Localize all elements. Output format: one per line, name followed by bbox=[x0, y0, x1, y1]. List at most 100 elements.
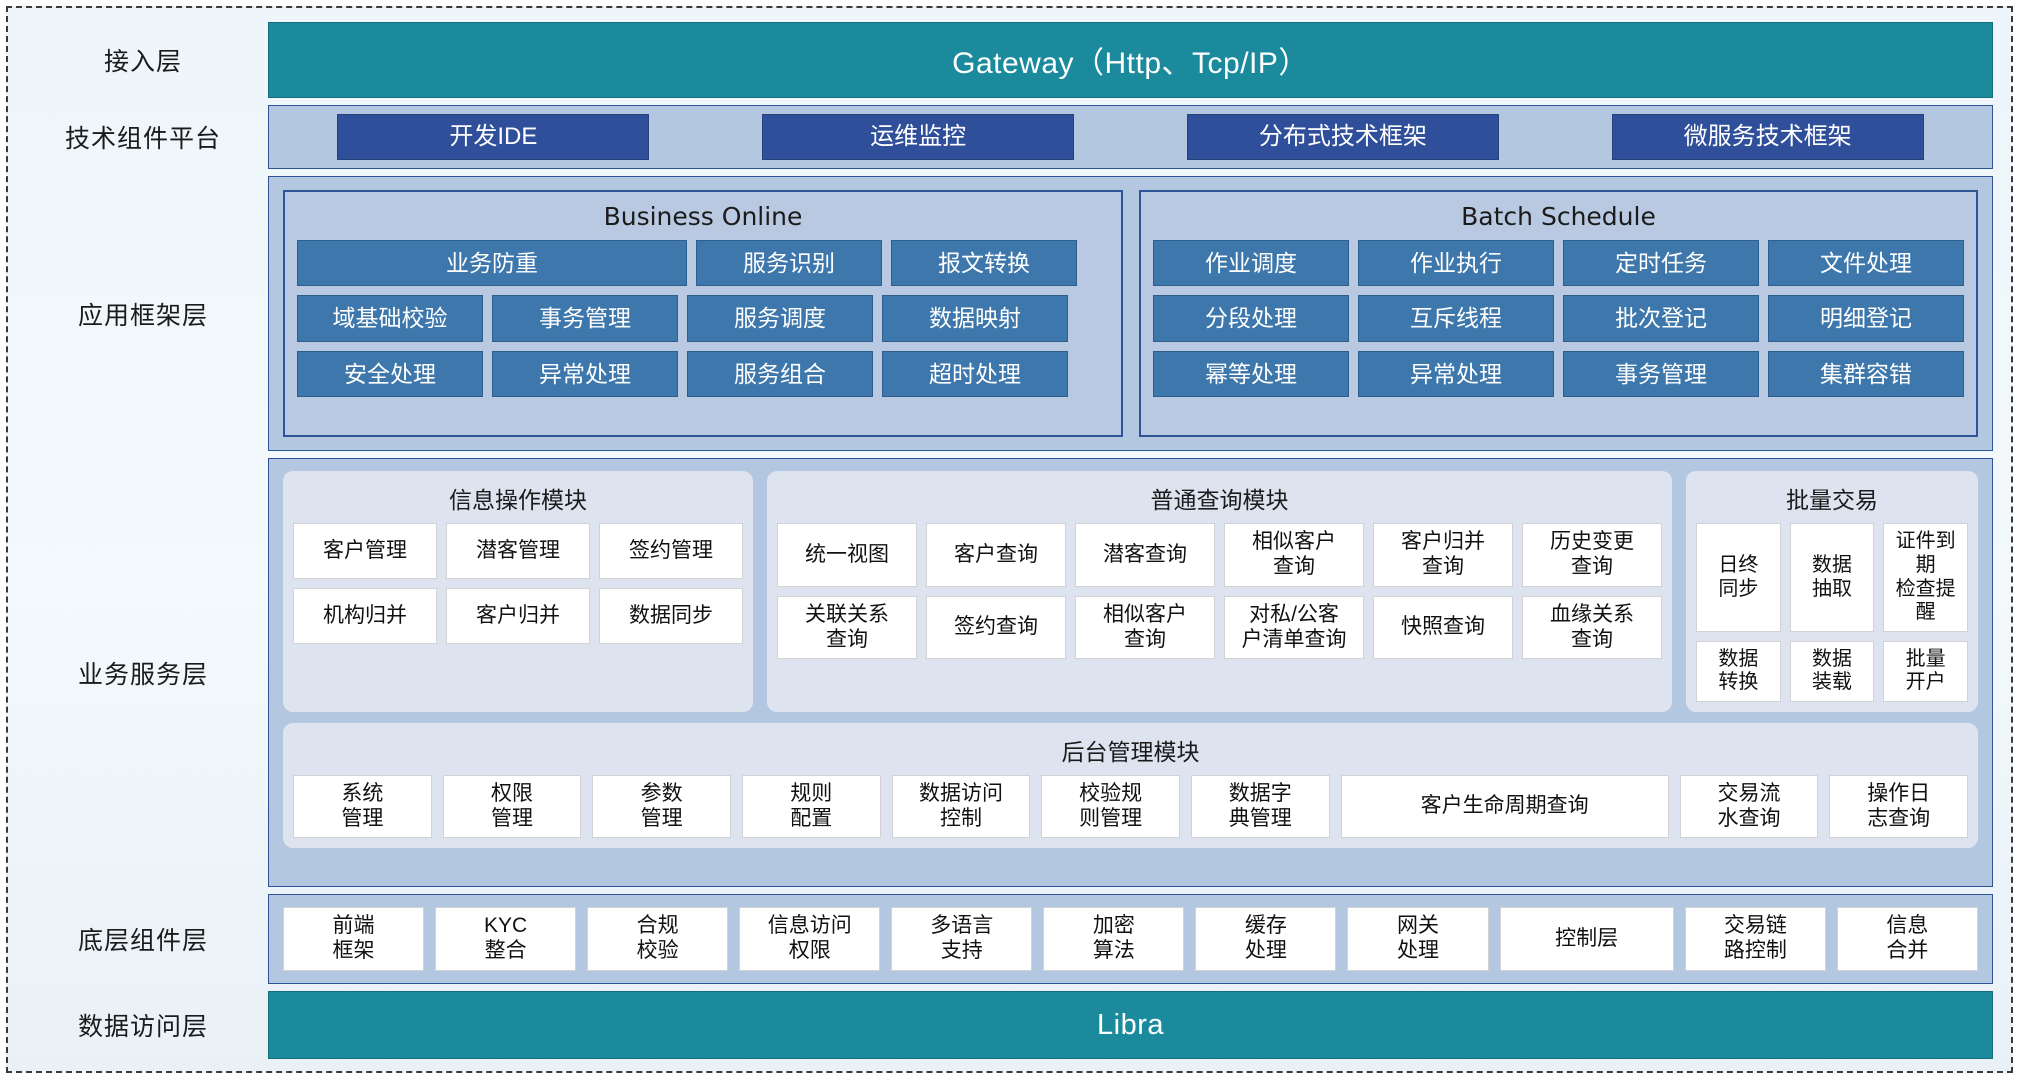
layer-label-tech-platform: 技术组件平台 bbox=[64, 124, 221, 153]
app-framework-panel: Business Online 业务防重 服务识别 报文转换 域基础校验 事务管… bbox=[268, 176, 1993, 452]
query-cell-personal-corporate-list-query[interactable]: 对私/公客户清单查询 bbox=[1224, 595, 1364, 660]
batch-row-2: 数据转换 数据装载 批量开户 bbox=[1696, 640, 1969, 702]
bs-cell-file-processing[interactable]: 文件处理 bbox=[1768, 240, 1964, 287]
admin-cell-data-access-control[interactable]: 数据访问控制 bbox=[891, 774, 1031, 839]
admin-cell-transaction-log-query[interactable]: 交易流水查询 bbox=[1679, 774, 1819, 839]
libra-band[interactable]: Libra bbox=[268, 991, 1993, 1059]
module-title-batch-transaction: 批量交易 bbox=[1786, 488, 1878, 515]
base-cell-frontend-framework[interactable]: 前端框架 bbox=[283, 907, 425, 971]
info-cell-data-sync[interactable]: 数据同步 bbox=[599, 588, 743, 645]
business-service-panel: 信息操作模块 客户管理 潜客管理 签约管理 机构归并 客户归并 bbox=[268, 458, 1993, 888]
module-title-info-operation: 信息操作模块 bbox=[449, 488, 587, 515]
info-cell-prospect-mgmt[interactable]: 潜客管理 bbox=[446, 523, 590, 580]
batch-cell-data-extract[interactable]: 数据抽取 bbox=[1789, 523, 1875, 632]
base-cell-gateway-processing[interactable]: 网关处理 bbox=[1347, 907, 1489, 971]
base-cell-multilanguage-support[interactable]: 多语言支持 bbox=[891, 907, 1033, 971]
bo-cell-exception-handling[interactable]: 异常处理 bbox=[492, 350, 678, 398]
bo-cell-domain-validation[interactable]: 域基础校验 bbox=[297, 295, 483, 342]
bo-cell-security-processing[interactable]: 安全处理 bbox=[297, 350, 483, 398]
admin-cell-parameter-mgmt[interactable]: 参数管理 bbox=[592, 774, 731, 839]
bo-row-3: 安全处理 异常处理 服务组合 超时处理 bbox=[297, 350, 1109, 398]
group-business-online: Business Online 业务防重 服务识别 报文转换 域基础校验 事务管… bbox=[283, 190, 1123, 438]
module-batch-transaction: 批量交易 日终同步 数据抽取 证件到期检查提醒 数据转换 数据装载 bbox=[1686, 471, 1978, 712]
info-cell-customer-mgmt[interactable]: 客户管理 bbox=[293, 523, 437, 580]
base-cell-encryption-algorithm[interactable]: 加密算法 bbox=[1043, 907, 1185, 971]
bo-cell-timeout-handling[interactable]: 超时处理 bbox=[882, 350, 1068, 398]
bs-cell-mutex-thread[interactable]: 互斥线程 bbox=[1358, 295, 1554, 342]
bs-cell-cluster-fault-tolerance[interactable]: 集群容错 bbox=[1768, 350, 1964, 398]
layer-label-app-framework: 应用框架层 bbox=[77, 300, 208, 330]
bo-row-1: 业务防重 服务识别 报文转换 bbox=[297, 240, 1109, 287]
bs-cell-idempotent-processing[interactable]: 幂等处理 bbox=[1153, 350, 1349, 398]
batch-cell-data-load[interactable]: 数据装载 bbox=[1789, 640, 1875, 702]
layer-data-access: 数据访问层 Libra bbox=[18, 991, 1993, 1059]
layer-label-data-access: 数据访问层 bbox=[77, 1012, 208, 1041]
admin-cell-customer-lifecycle-query[interactable]: 客户生命周期查询 bbox=[1340, 774, 1669, 839]
query-cell-similar-customer-query[interactable]: 相似客户查询 bbox=[1224, 523, 1364, 587]
bo-cell-transaction-mgmt[interactable]: 事务管理 bbox=[492, 295, 678, 342]
bs-cell-segment-processing[interactable]: 分段处理 bbox=[1153, 295, 1349, 342]
base-cell-transaction-chain-control[interactable]: 交易链路控制 bbox=[1684, 907, 1826, 971]
layer-tech-platform: 技术组件平台 开发IDE 运维监控 分布式技术框架 微服务技术框架 bbox=[18, 105, 1993, 169]
bo-cell-service-composition[interactable]: 服务组合 bbox=[687, 350, 873, 398]
query-cell-prospect-query[interactable]: 潜客查询 bbox=[1075, 523, 1215, 587]
query-cell-relation-query[interactable]: 关联关系查询 bbox=[777, 595, 917, 660]
group-batch-schedule: Batch Schedule 作业调度 作业执行 定时任务 文件处理 分段处理 … bbox=[1139, 190, 1978, 438]
bs-cell-detail-register[interactable]: 明细登记 bbox=[1768, 295, 1964, 342]
base-cell-cache-processing[interactable]: 缓存处理 bbox=[1195, 907, 1337, 971]
admin-cell-validation-rule-mgmt[interactable]: 校验规则管理 bbox=[1041, 774, 1180, 839]
bo-cell-service-dispatch[interactable]: 服务调度 bbox=[687, 295, 873, 342]
query-cell-customer-merge-query[interactable]: 客户归并查询 bbox=[1373, 523, 1513, 587]
batch-cell-bulk-account-open[interactable]: 批量开户 bbox=[1883, 640, 1969, 702]
layer-label-base-component: 底层组件层 bbox=[77, 926, 208, 956]
tech-item-microservice-framework[interactable]: 微服务技术框架 bbox=[1611, 113, 1924, 161]
batch-row-1: 日终同步 数据抽取 证件到期检查提醒 bbox=[1696, 523, 1969, 632]
bo-cell-message-transform[interactable]: 报文转换 bbox=[891, 240, 1077, 287]
base-cell-compliance-check[interactable]: 合规校验 bbox=[587, 907, 729, 971]
query-cell-snapshot-query[interactable]: 快照查询 bbox=[1373, 595, 1513, 660]
query-cell-unified-view[interactable]: 统一视图 bbox=[777, 523, 917, 587]
module-common-query: 普通查询模块 统一视图 客户查询 潜客查询 相似客户查询 客户归并查询 历史变更… bbox=[767, 471, 1672, 712]
bs-cell-exception-handling[interactable]: 异常处理 bbox=[1358, 350, 1554, 398]
batch-cell-data-transform[interactable]: 数据转换 bbox=[1696, 640, 1781, 702]
bs-row-3: 幂等处理 异常处理 事务管理 集群容错 bbox=[1153, 350, 1964, 398]
bo-cell-service-identify[interactable]: 服务识别 bbox=[696, 240, 882, 287]
layer-access: 接入层 Gateway（Http、Tcp/IP） bbox=[18, 22, 1993, 98]
bs-cell-batch-register[interactable]: 批次登记 bbox=[1563, 295, 1759, 342]
group-title-business-online: Business Online bbox=[603, 202, 803, 231]
bo-row-2: 域基础校验 事务管理 服务调度 数据映射 bbox=[297, 295, 1109, 342]
admin-cell-permission-mgmt[interactable]: 权限管理 bbox=[442, 774, 582, 839]
tech-item-ops-monitor[interactable]: 运维监控 bbox=[762, 113, 1075, 161]
base-cell-info-merge[interactable]: 信息合并 bbox=[1836, 907, 1978, 971]
query-cell-similar-customer-query-2[interactable]: 相似客户查询 bbox=[1075, 595, 1215, 660]
query-cell-history-change-query[interactable]: 历史变更查询 bbox=[1522, 523, 1662, 587]
base-cell-info-access-permission[interactable]: 信息访问权限 bbox=[739, 907, 881, 971]
bs-cell-timed-task[interactable]: 定时任务 bbox=[1563, 240, 1759, 287]
admin-cell-system-mgmt[interactable]: 系统管理 bbox=[293, 774, 432, 839]
bo-cell-data-mapping[interactable]: 数据映射 bbox=[882, 295, 1068, 342]
gateway-band[interactable]: Gateway（Http、Tcp/IP） bbox=[268, 22, 1993, 98]
base-cell-control-layer[interactable]: 控制层 bbox=[1499, 907, 1674, 971]
admin-cell-operation-log-query[interactable]: 操作日志查询 bbox=[1829, 774, 1969, 839]
query-cell-contract-query[interactable]: 签约查询 bbox=[926, 595, 1066, 660]
module-title-admin-management: 后台管理模块 bbox=[1061, 739, 1200, 766]
bo-cell-business-dedupe[interactable]: 业务防重 bbox=[297, 240, 687, 287]
admin-row-1: 系统管理 权限管理 参数管理 规则配置 数据访问控制 校验规则管理 数据字典管理… bbox=[293, 774, 1969, 839]
info-cell-org-merge[interactable]: 机构归并 bbox=[293, 588, 437, 645]
info-cell-contract-mgmt[interactable]: 签约管理 bbox=[599, 523, 743, 580]
query-cell-lineage-query[interactable]: 血缘关系查询 bbox=[1522, 595, 1662, 660]
tech-item-dev-ide[interactable]: 开发IDE bbox=[337, 113, 650, 161]
module-info-operation: 信息操作模块 客户管理 潜客管理 签约管理 机构归并 客户归并 bbox=[283, 471, 753, 712]
info-cell-customer-merge[interactable]: 客户归并 bbox=[446, 588, 590, 645]
batch-cell-eod-sync[interactable]: 日终同步 bbox=[1696, 523, 1781, 632]
admin-cell-rule-config[interactable]: 规则配置 bbox=[741, 774, 881, 839]
admin-cell-data-dictionary-mgmt[interactable]: 数据字典管理 bbox=[1190, 774, 1330, 839]
bs-cell-job-execute[interactable]: 作业执行 bbox=[1358, 240, 1554, 287]
batch-cell-id-expiry-reminder[interactable]: 证件到期检查提醒 bbox=[1883, 523, 1969, 632]
bs-cell-job-schedule[interactable]: 作业调度 bbox=[1153, 240, 1349, 287]
bs-cell-transaction-mgmt[interactable]: 事务管理 bbox=[1563, 350, 1759, 398]
tech-item-distributed-framework[interactable]: 分布式技术框架 bbox=[1186, 113, 1499, 161]
query-cell-customer-query[interactable]: 客户查询 bbox=[926, 523, 1066, 587]
